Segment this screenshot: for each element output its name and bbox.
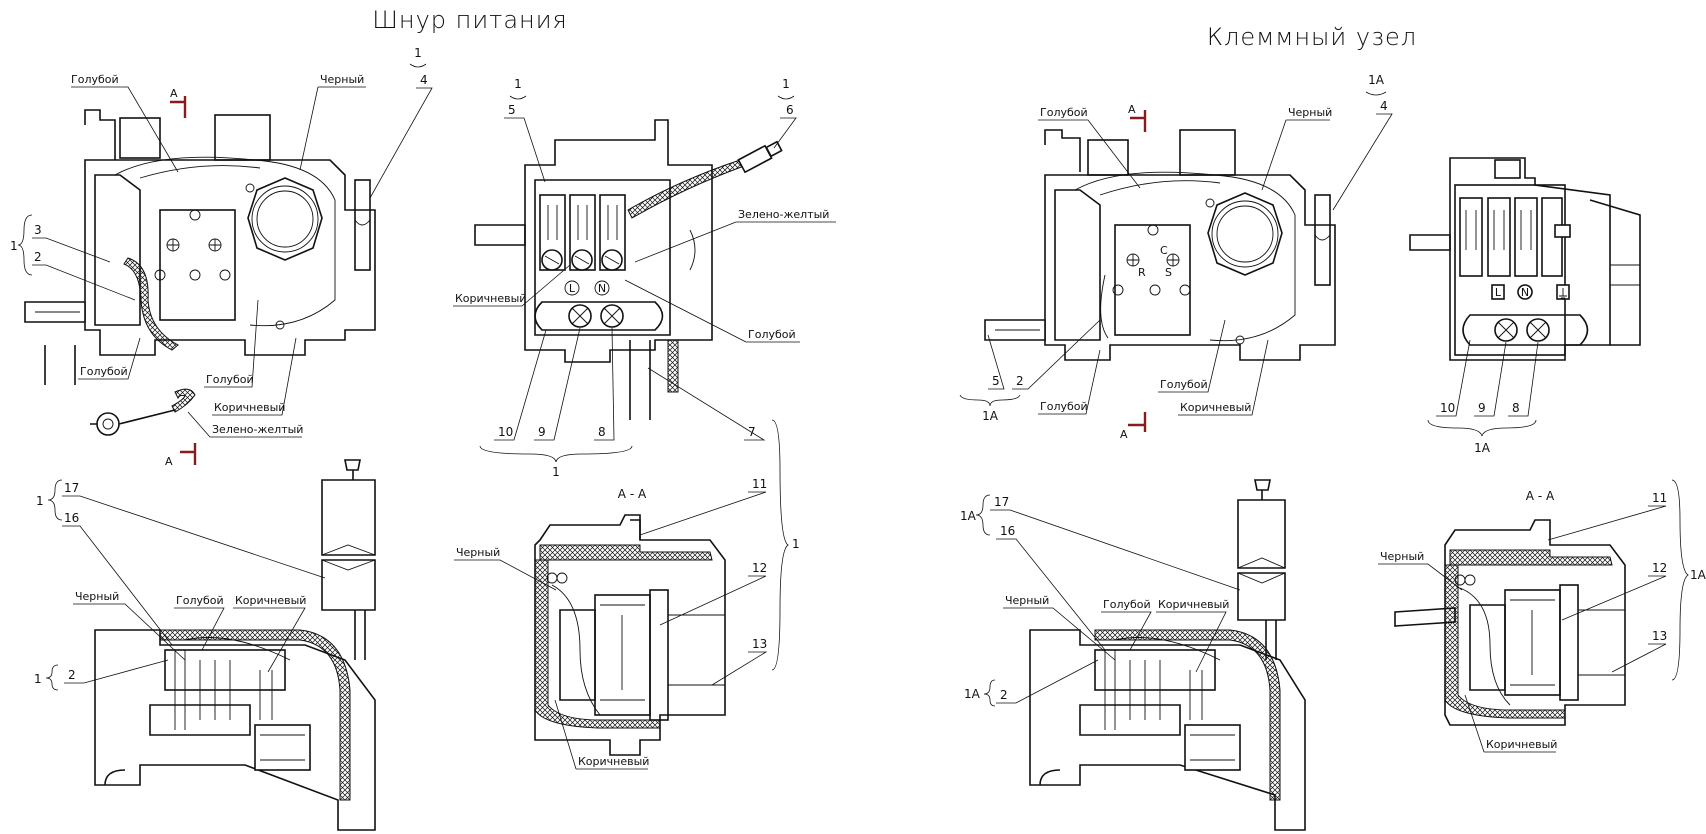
group-number: 1A (1690, 568, 1706, 582)
left-bottom-view: 1 17 16 Черный Голубой Коричневый 1 2 (34, 459, 376, 831)
group-number: 1 (36, 494, 44, 508)
callout-5: 5 (508, 103, 516, 117)
callout-12: 12 (1652, 561, 1667, 575)
callout-8: 8 (1512, 401, 1520, 415)
callout-5: 5 (992, 374, 1000, 388)
callout-6: 6 (786, 103, 794, 117)
callout-9: 9 (1478, 401, 1486, 415)
terminal-marker-c: C (1160, 244, 1168, 257)
wire-label-blue: Голубой (176, 594, 224, 607)
group-number: 1 (414, 46, 422, 60)
wire-label-black: Черный (1005, 594, 1049, 607)
group-number: 1A (964, 687, 981, 701)
callout-16: 16 (64, 511, 79, 525)
wire-label-blue: Голубой (1103, 598, 1151, 611)
group-number: 1 (514, 77, 522, 91)
callout-2: 2 (1000, 688, 1008, 702)
terminal-marker-l: L (569, 282, 576, 295)
callout-4: 4 (1380, 99, 1388, 113)
terminal-marker-l: L (1495, 286, 1502, 299)
group-number: 1A (1368, 73, 1385, 87)
group-number: 1 (34, 672, 42, 686)
wire-label-brown: Коричневый (1180, 401, 1251, 414)
callout-2: 2 (1016, 374, 1024, 388)
wire-label-brown: Коричневый (455, 292, 526, 305)
callout-16: 16 (1000, 524, 1015, 538)
section-mark-a: A (165, 455, 173, 468)
callout-2: 2 (34, 250, 42, 264)
left-section-a-a: A - A 11 Черный 12 13 Коричневый 1 (454, 419, 800, 770)
callout-4: 4 (420, 73, 428, 87)
group-number: 1A (1474, 441, 1491, 455)
callout-13: 13 (752, 637, 767, 651)
left-front-view: L N 1 5 1 6 Зелено-желтый Коричневый Гол… (453, 77, 836, 479)
wire-label-blue: Голубой (80, 365, 128, 378)
left-top-view: A A Голубой Черный 1 4 1 3 2 Голубой Гол… (10, 46, 433, 468)
section-mark-a: A (1128, 103, 1136, 116)
terminal-marker-n: N (598, 282, 606, 295)
callout-10: 10 (1440, 401, 1455, 415)
group-number: 1 (792, 537, 800, 551)
group-number: 1 (782, 77, 790, 91)
terminal-marker-r: R (1138, 266, 1146, 279)
callout-9: 9 (538, 425, 546, 439)
callout-11: 11 (1652, 491, 1667, 505)
callout-17: 17 (64, 481, 79, 495)
callout-2: 2 (68, 668, 76, 682)
callout-17: 17 (994, 495, 1009, 509)
wire-label-black: Черный (1288, 106, 1332, 119)
right-section-a-a: A - A 11 Черный 12 13 Коричневый 1A (1378, 479, 1706, 753)
right-top-view: C R S A A Голубой Черный 1A 4 5 2 1A Гол… (959, 73, 1393, 441)
wire-label-brown: Коричневый (578, 755, 649, 768)
title-power-cord: Шнур питания (372, 6, 567, 34)
group-number: 1 (10, 239, 18, 253)
section-mark-a: A (170, 87, 178, 100)
wire-label-blue: Голубой (748, 328, 796, 341)
wire-label-black: Черный (75, 590, 119, 603)
callout-10: 10 (498, 425, 513, 439)
wire-label-green-yellow: Зелено-желтый (738, 208, 829, 221)
right-front-view: L N 10 9 8 1A (1409, 157, 1641, 455)
right-bottom-view: 1A 17 16 Черный Голубой Коричневый 1A 2 (960, 479, 1306, 831)
callout-12: 12 (752, 561, 767, 575)
wire-label-green-yellow: Зелено-желтый (212, 423, 303, 436)
callout-8: 8 (598, 425, 606, 439)
section-title: A - A (618, 487, 647, 501)
wire-label-black: Черный (320, 73, 364, 86)
group-number: 1A (982, 409, 999, 423)
wire-label-blue: Голубой (1160, 378, 1208, 391)
callout-11: 11 (752, 477, 767, 491)
terminal-marker-s: S (1165, 266, 1172, 279)
terminal-marker-n: N (1521, 286, 1529, 299)
group-number: 1A (960, 509, 977, 523)
wire-label-black: Черный (456, 546, 500, 559)
section-mark-a: A (1120, 428, 1128, 441)
callout-13: 13 (1652, 629, 1667, 643)
title-terminal-block: Клеммный узел (1207, 23, 1417, 51)
wire-label-brown: Коричневый (235, 594, 306, 607)
wire-label-brown: Коричневый (1486, 738, 1557, 751)
callout-3: 3 (34, 223, 42, 237)
wire-label-blue: Голубой (1040, 106, 1088, 119)
wire-label-blue: Голубой (206, 373, 254, 386)
wire-label-blue: Голубой (71, 73, 119, 86)
wire-label-blue: Голубой (1040, 400, 1088, 413)
wire-label-brown: Коричневый (214, 401, 285, 414)
wire-label-black: Черный (1380, 550, 1424, 563)
group-number: 1 (552, 465, 560, 479)
section-title: A - A (1526, 489, 1555, 503)
wire-label-brown: Коричневый (1158, 598, 1229, 611)
